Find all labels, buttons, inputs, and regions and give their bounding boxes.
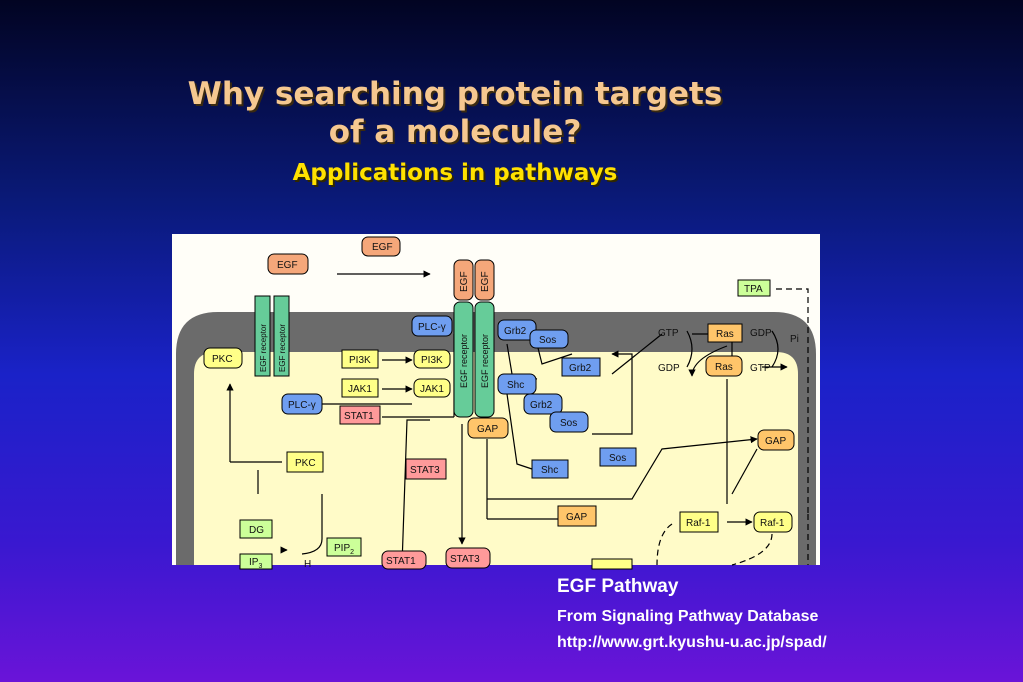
node-ip3-sub: 3 bbox=[258, 563, 262, 570]
cytoplasm bbox=[194, 352, 798, 565]
label-h2o: H bbox=[304, 559, 311, 570]
node-sos-a: Sos bbox=[539, 335, 556, 346]
node-pi3k-a: PI3K bbox=[349, 355, 371, 366]
node-pkc-left: PKC bbox=[212, 354, 233, 365]
label-gdp-b: GDP bbox=[658, 363, 680, 374]
label-gtp-a: GTP bbox=[658, 328, 679, 339]
node-pip2-label: PIP bbox=[334, 543, 350, 554]
node-dg: DG bbox=[249, 525, 264, 536]
node-sos-b: Sos bbox=[560, 418, 577, 429]
node-ip3: IP3 bbox=[249, 557, 262, 570]
caption-heading: EGF Pathway bbox=[557, 576, 679, 597]
node-grb2-b: Grb2 bbox=[569, 363, 592, 374]
node-shc-a: Shc bbox=[507, 380, 524, 391]
node-plcg-top: PLC-γ bbox=[418, 322, 446, 333]
node-egf-bound1: EGF bbox=[459, 271, 470, 292]
node-gap-b: GAP bbox=[566, 512, 587, 523]
node-ras-a: Ras bbox=[716, 329, 734, 340]
node-pip2-sub: 2 bbox=[350, 549, 354, 556]
node-egf-bound2: EGF bbox=[480, 271, 491, 292]
node-receptor-d: EGF receptor bbox=[480, 334, 490, 388]
slide-title-line2: of a molecule? bbox=[328, 114, 582, 150]
slide-subtitle: Applications in pathways bbox=[292, 160, 618, 186]
node-raf-a: Raf-1 bbox=[686, 518, 711, 529]
node-plcg-left: PLC-γ bbox=[288, 400, 316, 411]
node-ras-b: Ras bbox=[715, 362, 733, 373]
node-receptor-a: EGF receptor bbox=[259, 324, 268, 372]
label-gtp-b: GTP bbox=[750, 363, 771, 374]
node-pip2: PIP2 bbox=[334, 543, 354, 556]
caption-url[interactable]: http://www.grt.kyushu-u.ac.jp/spad/ bbox=[557, 634, 827, 651]
node-stat3-a: STAT3 bbox=[410, 465, 440, 476]
node-stat1-a: STAT1 bbox=[344, 411, 374, 422]
node-receptor-b: EGF receptor bbox=[278, 324, 287, 372]
slide-title-line1: Why searching protein targets bbox=[187, 76, 723, 112]
pathway-svg: EGF EGF EGF EGF TPA EGF receptor EGF rec… bbox=[176, 236, 816, 570]
node-jak1-b: JAK1 bbox=[420, 384, 444, 395]
egf-pathway-diagram: EGF EGF EGF EGF TPA EGF receptor EGF rec… bbox=[172, 234, 820, 570]
caption-source: From Signaling Pathway Database bbox=[557, 608, 819, 625]
node-sos-c: Sos bbox=[609, 453, 626, 464]
node-pkc-mid: PKC bbox=[295, 458, 316, 469]
node-gap-c: GAP bbox=[765, 436, 786, 447]
node-egf-left: EGF bbox=[277, 260, 298, 271]
label-pi: Pi bbox=[790, 334, 799, 345]
node-gap-a: GAP bbox=[477, 424, 498, 435]
node-stat1-b: STAT1 bbox=[386, 556, 416, 567]
node-ip3-label: IP bbox=[249, 557, 259, 568]
node-raf-b: Raf-1 bbox=[760, 518, 785, 529]
node-receptor-c: EGF receptor bbox=[459, 334, 469, 388]
node-grb2-a: Grb2 bbox=[504, 326, 527, 337]
node-jak1-a: JAK1 bbox=[348, 384, 372, 395]
node-egf-top: EGF bbox=[372, 242, 393, 253]
label-gdp-a: GDP bbox=[750, 328, 772, 339]
node-stat3-b: STAT3 bbox=[450, 554, 480, 565]
node-tpa: TPA bbox=[744, 284, 763, 295]
node-shc-b: Shc bbox=[541, 465, 558, 476]
node-pi3k-b: PI3K bbox=[421, 355, 443, 366]
node-grb2-c: Grb2 bbox=[530, 400, 553, 411]
